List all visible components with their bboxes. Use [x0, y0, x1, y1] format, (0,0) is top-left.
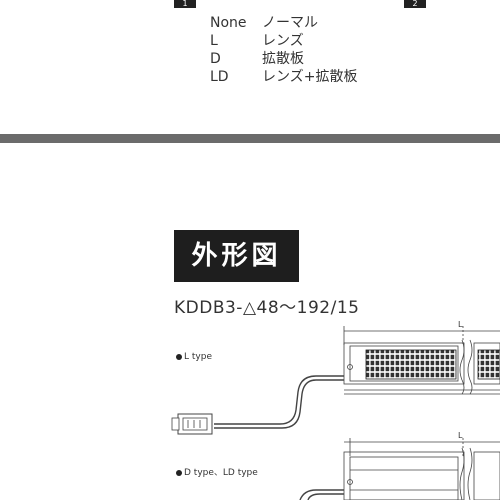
option-code: LD [210, 69, 229, 85]
drawing-l-type [171, 326, 500, 435]
drawing-label-l-type: L type [176, 352, 212, 362]
option-desc: レンズ+拡散板 [262, 69, 358, 85]
dimension-label-l: L [458, 320, 463, 329]
fixture-body [343, 451, 465, 500]
bullet-icon [176, 353, 182, 360]
break-line [459, 447, 465, 500]
step-badge-2: 2 [404, 0, 426, 8]
break-line [459, 339, 465, 395]
end-cap-hole [347, 479, 353, 485]
model-number: KDDB3-△48〜192/15 [174, 298, 360, 318]
end-cap-hole [347, 364, 353, 370]
bullet-icon [176, 469, 182, 476]
fixture-body [343, 342, 465, 385]
option-desc: レンズ [262, 33, 304, 49]
option-row-d: D 拡散板 [210, 50, 304, 68]
fixture-body-continued [473, 342, 500, 385]
section-divider [0, 134, 500, 143]
option-code: None [210, 15, 247, 31]
drawing-label-d-ld-type: D type、LD type [176, 465, 258, 478]
fixture-body-continued [473, 451, 500, 500]
option-code: L [210, 33, 218, 49]
option-row-l: L レンズ [210, 32, 304, 50]
option-code: D [210, 51, 221, 67]
section-title: 外形図 [174, 230, 299, 282]
fixture-inner [349, 456, 459, 500]
option-desc: 拡散板 [262, 51, 304, 67]
option-row-ld: LD レンズ+拡散板 [210, 68, 357, 86]
cable [214, 375, 344, 425]
option-desc: ノーマル [262, 15, 318, 31]
drawing-d-ld-type [299, 438, 500, 500]
dimension-label-l: L [458, 431, 463, 440]
step-badge-1: 1 [174, 0, 196, 8]
cable [299, 489, 344, 500]
fixture-inner [349, 345, 459, 382]
option-row-none: None ノーマル [210, 14, 318, 32]
connector-inner [182, 417, 208, 431]
led-array [365, 349, 457, 380]
